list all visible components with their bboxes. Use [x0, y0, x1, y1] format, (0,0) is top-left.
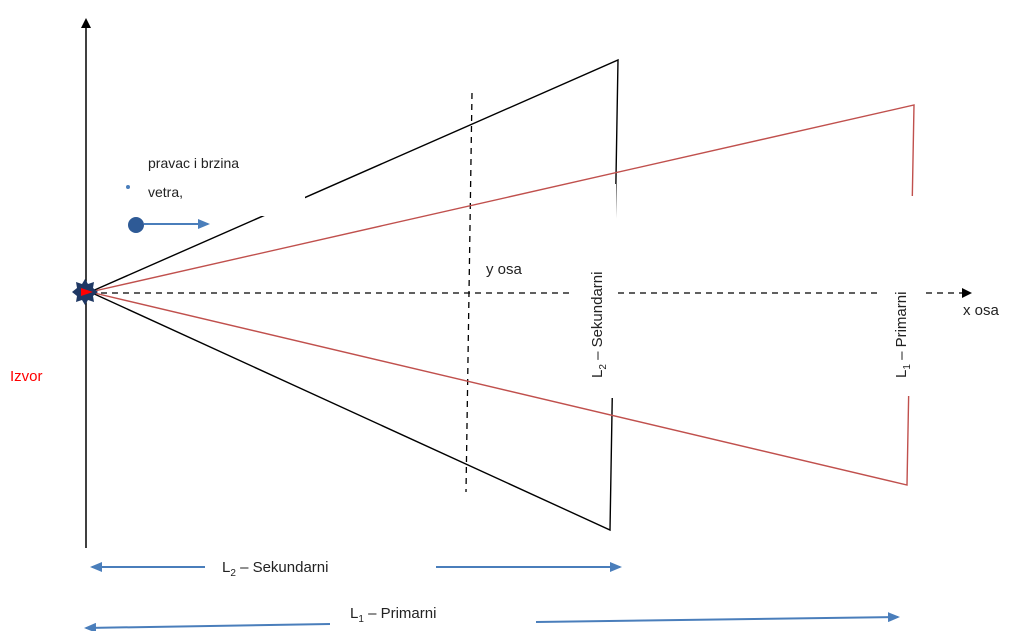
l1-vertical-sub: 1 [902, 364, 913, 370]
l1-dim-suffix: – Primarni [364, 605, 437, 622]
l1-dimension-label: L1 – Primarni [350, 605, 436, 625]
l1-dim-sub: 1 [358, 614, 364, 625]
l1-vertical-label: L1 – Primarni [893, 292, 913, 378]
source-label-box [96, 348, 166, 390]
l2-vertical-label: L2 – Sekundarni [589, 272, 609, 378]
wind-label-line2: vetra, [148, 184, 183, 200]
l1-vertical-prefix: L [893, 370, 910, 378]
y-axis-label: y osa [486, 261, 523, 278]
x-axis-label: x osa [963, 302, 1000, 319]
l2-dim-suffix: – Sekundarni [236, 559, 329, 576]
wind-label-box [128, 140, 305, 216]
y-axis-line [465, 92, 473, 493]
l1-dimension-arrow-left [84, 622, 331, 633]
wind-label-line1: pravac i brzina [148, 155, 239, 171]
wind-dot [128, 217, 144, 233]
source-label: Izvor [10, 368, 43, 385]
y-axis-label-box [476, 255, 546, 283]
l1-vertical-box [878, 196, 922, 396]
source-star-icon [72, 279, 98, 305]
l1-dim-prefix: L [350, 605, 358, 622]
l2-dim-prefix: L [222, 559, 230, 576]
l2-vertical-suffix: – Sekundarni [589, 272, 606, 365]
l1-dimension-arrow-right [535, 612, 900, 623]
l2-vertical-sub: 2 [598, 364, 609, 370]
l1-vertical-suffix: – Primarni [893, 292, 910, 365]
l2-vertical-prefix: L [589, 370, 606, 378]
l2-dimension-label: L2 – Sekundarni [222, 559, 328, 579]
secondary-zone-outline [89, 58, 619, 532]
l2-vertical-box [570, 184, 616, 398]
l2-dim-sub: 2 [230, 568, 236, 579]
wind-small-mark [126, 185, 130, 189]
